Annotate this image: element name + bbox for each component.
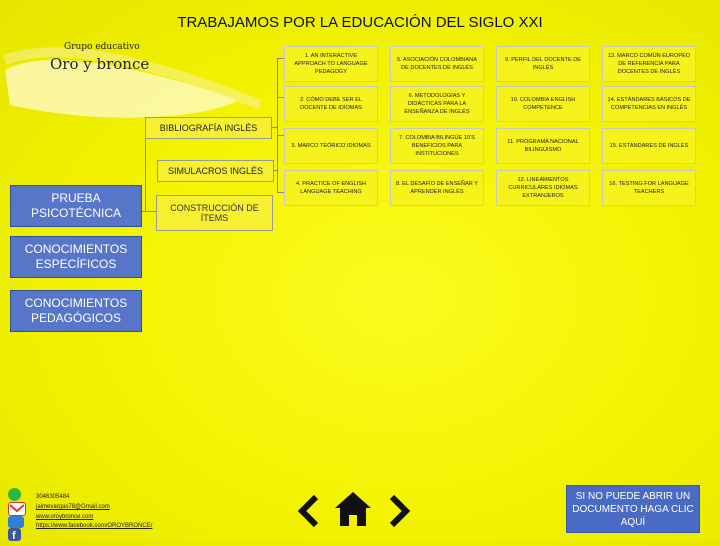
connector-line: [277, 58, 284, 59]
documents-grid: 1. AN INTERACTIVE APPROACH TO LANGUAGE P…: [284, 46, 696, 208]
connector-line: [277, 192, 284, 193]
svg-text:f: f: [12, 530, 16, 541]
home-icon: [335, 492, 371, 526]
document-link[interactable]: 16. TESTING FOR LANGUAGE TEACHERS: [602, 170, 696, 206]
contact-facebook[interactable]: https://www.facebook.com/OROYBRONCE/: [36, 523, 153, 529]
document-link[interactable]: 1. AN INTERACTIVE APPROACH TO LANGUAGE P…: [284, 46, 378, 82]
document-link[interactable]: 9. PERFIL DEL DOCENTE DE INGLÉS: [496, 46, 590, 82]
document-link[interactable]: 13. MARCO COMÚN EUROPEO DE REFERENCIA PA…: [602, 46, 696, 82]
chevron-right-icon: [389, 494, 411, 528]
facebook-icon: f: [8, 528, 21, 542]
connector-line: [140, 211, 156, 212]
connector-line: [270, 127, 278, 128]
document-link[interactable]: 12. LINEAMIENTOS CURRICULARES IDIOMAS EX…: [496, 170, 590, 206]
connector-line: [277, 58, 278, 193]
pdf-help-button[interactable]: SI NO PUEDE ABRIR UN DOCUMENTO HAGA CLIC…: [566, 485, 700, 533]
chevron-left-icon: [297, 494, 319, 528]
connector-line: [277, 135, 284, 136]
conocimientos-pedagogicos-button[interactable]: CONOCIMIENTOS PEDAGÓGICOS: [10, 290, 142, 332]
construccion-items-button[interactable]: CONSTRUCCIÓN DE ÍTEMS: [156, 195, 273, 231]
document-link[interactable]: 3. MARCO TEÓRICO IDIOMAS: [284, 128, 378, 164]
document-link[interactable]: 6. METODOLOGÍAS Y DIDÁCTICAS PARA LA ENS…: [390, 86, 484, 122]
contact-email[interactable]: jaimevargas78@Gmail.com: [36, 504, 110, 510]
document-link[interactable]: 2. CÓMO DEBE SER EL DOCENTE DE IDIOMAS: [284, 86, 378, 122]
whatsapp-icon: [8, 488, 21, 501]
document-link[interactable]: 5. ASOCIACIÓN COLOMBIANA DE DOCENTES DE …: [390, 46, 484, 82]
logo-swoosh: [3, 47, 262, 118]
web-icon: [8, 516, 24, 528]
contact-website[interactable]: www.oroybronce.com: [36, 514, 94, 520]
connector-line: [277, 97, 284, 98]
document-link[interactable]: 7. COLOMBIA BILINGÜE 10'S BENEFICIOS PAR…: [390, 128, 484, 164]
document-link[interactable]: 10. COLOMBIA ENGLISH COMPETENCE: [496, 86, 590, 122]
home-button[interactable]: [333, 490, 373, 533]
brand-tagline: Grupo educativo: [64, 42, 140, 52]
document-link[interactable]: 15. ESTÁNDARES DE INGLÉS: [602, 128, 696, 164]
bibliografia-ingles-button[interactable]: BIBLIOGRAFÍA INGLÉS: [145, 117, 272, 139]
contact-phone: 3046305484: [36, 494, 70, 500]
document-link[interactable]: 11. PROGRAMA NACIONAL BILINGÜISMO: [496, 128, 590, 164]
simulacros-ingles-button[interactable]: SIMULACROS INGLÉS: [157, 160, 274, 182]
document-link[interactable]: 4. PRACTICE OF ENGLISH LANGUAGE TEACHING: [284, 170, 378, 206]
connector-line: [272, 170, 278, 171]
page-title: TRABAJAMOS POR LA EDUCACIÓN DEL SIGLO XX…: [177, 14, 543, 31]
connector-line: [145, 137, 146, 212]
gmail-icon: [8, 502, 26, 516]
forward-button[interactable]: [388, 493, 412, 534]
brand-name: Oro y bronce: [50, 55, 150, 73]
prueba-psicotecnica-button[interactable]: PRUEBA PSICOTÉCNICA: [10, 185, 142, 227]
conocimientos-especificos-button[interactable]: CONOCIMIENTOS ESPECÍFICOS: [10, 236, 142, 278]
document-link[interactable]: 14. ESTÁNDARES BÁSICOS DE COMPETENCIAS E…: [602, 86, 696, 122]
back-button[interactable]: [296, 493, 320, 534]
document-link[interactable]: 8. EL DESAFÍO DE ENSEÑAR Y APRENDER INGL…: [390, 170, 484, 206]
